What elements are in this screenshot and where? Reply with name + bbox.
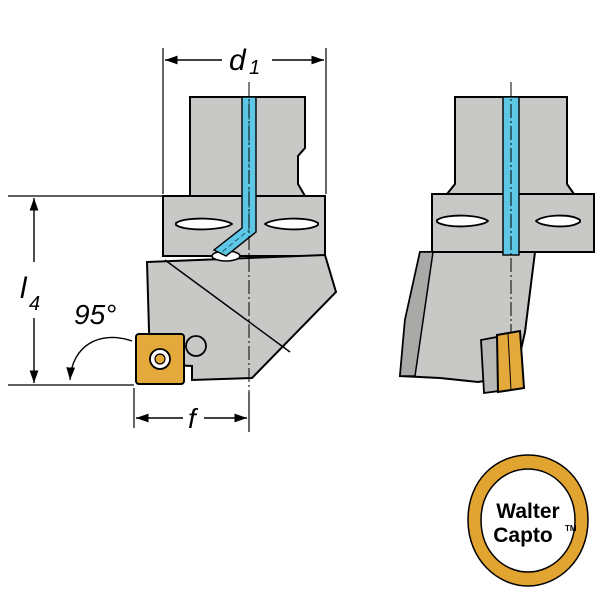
logo-line-1: Walter	[496, 500, 559, 523]
d1-subscript: 1	[249, 57, 260, 79]
left-slot-left	[175, 217, 234, 231]
walter-capto-logo: Walter Capto TM	[467, 454, 589, 587]
right-slot-right	[534, 214, 581, 228]
left-insert	[135, 333, 185, 385]
d1-label: d	[229, 44, 247, 77]
left-coolant-channel	[212, 96, 257, 257]
l4-label: l	[20, 272, 28, 305]
dimension-f: f	[136, 392, 250, 434]
left-view	[135, 82, 338, 420]
l4-subscript: 4	[29, 293, 40, 315]
dimension-d1: d 1	[162, 44, 327, 194]
right-head-face	[399, 251, 434, 377]
dimension-l4: l 4	[8, 195, 163, 386]
right-insert	[495, 329, 526, 394]
left-slot-right	[263, 217, 319, 231]
f-label: f	[188, 403, 199, 434]
dimension-angle: 95°	[66, 299, 135, 428]
right-view	[398, 82, 595, 395]
logo-line-2: Capto	[493, 524, 553, 547]
angle-label: 95°	[74, 299, 116, 330]
logo-trademark: TM	[565, 524, 577, 533]
left-facet-line	[164, 259, 291, 353]
right-slot-left	[436, 214, 490, 228]
clamp-recess	[185, 335, 207, 357]
